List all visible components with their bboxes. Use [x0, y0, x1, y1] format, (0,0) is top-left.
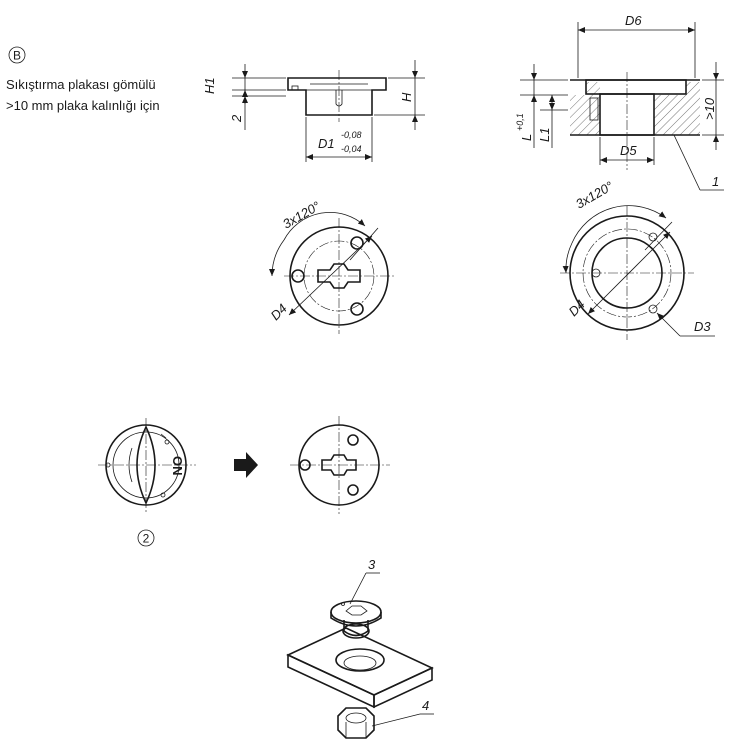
plan-left-d4: D4: [268, 301, 290, 323]
dim-h: H: [399, 92, 414, 102]
dim-l1: L1: [537, 128, 552, 142]
plan-right-d4: D4: [566, 297, 588, 319]
plan-left-angle: 3x120°: [280, 198, 323, 231]
callout-2: 2: [143, 532, 150, 546]
callout-1: 1: [712, 174, 719, 189]
dim-d1-tol-upper: -0,08: [341, 130, 362, 140]
side-view-clamping-plate: H1 2 H D1 -0,08 -0,04: [202, 60, 425, 162]
mounting-note: B Sıkıştırma plakası gömülü >10 mm plaka…: [6, 46, 160, 113]
quick-release-knob: ON 2: [98, 418, 196, 547]
plan-right-d3: D3: [694, 319, 711, 334]
dim-d1-tol-lower: -0,04: [341, 144, 362, 154]
note-line-2: >10 mm plaka kalınlığı için: [6, 98, 160, 113]
knob-on-label: ON: [170, 456, 185, 476]
dim-two: 2: [229, 114, 244, 123]
dim-gt10: >10: [702, 97, 717, 120]
callout-4: 4: [422, 698, 429, 713]
note-line-1: Sıkıştırma plakası gömülü: [6, 77, 156, 92]
plan-view-receptacle: 3x120° D4 D3: [560, 178, 715, 340]
callout-3: 3: [368, 557, 376, 572]
dim-d5: D5: [620, 143, 637, 158]
isometric-assembly: 3 4: [286, 557, 434, 739]
plan-right-angle: 3x120°: [573, 178, 616, 211]
callout-2-circle: [137, 529, 155, 547]
dim-h1: H1: [202, 77, 217, 94]
plan-view-clamping-plate: 3x120° D4: [268, 198, 396, 334]
plan-view-mounted: [290, 416, 390, 514]
dim-l: L: [519, 134, 534, 141]
embedded-section-view: D6 L +0,1 L1 >10 D5 1: [515, 13, 724, 191]
transition-arrow-icon: [234, 452, 258, 478]
dim-l-tol: +0,1: [515, 113, 525, 131]
dim-d6: D6: [625, 13, 642, 28]
note-badge-circle: [8, 46, 26, 64]
dim-d1: D1: [318, 136, 335, 151]
note-badge-letter: B: [13, 49, 21, 63]
